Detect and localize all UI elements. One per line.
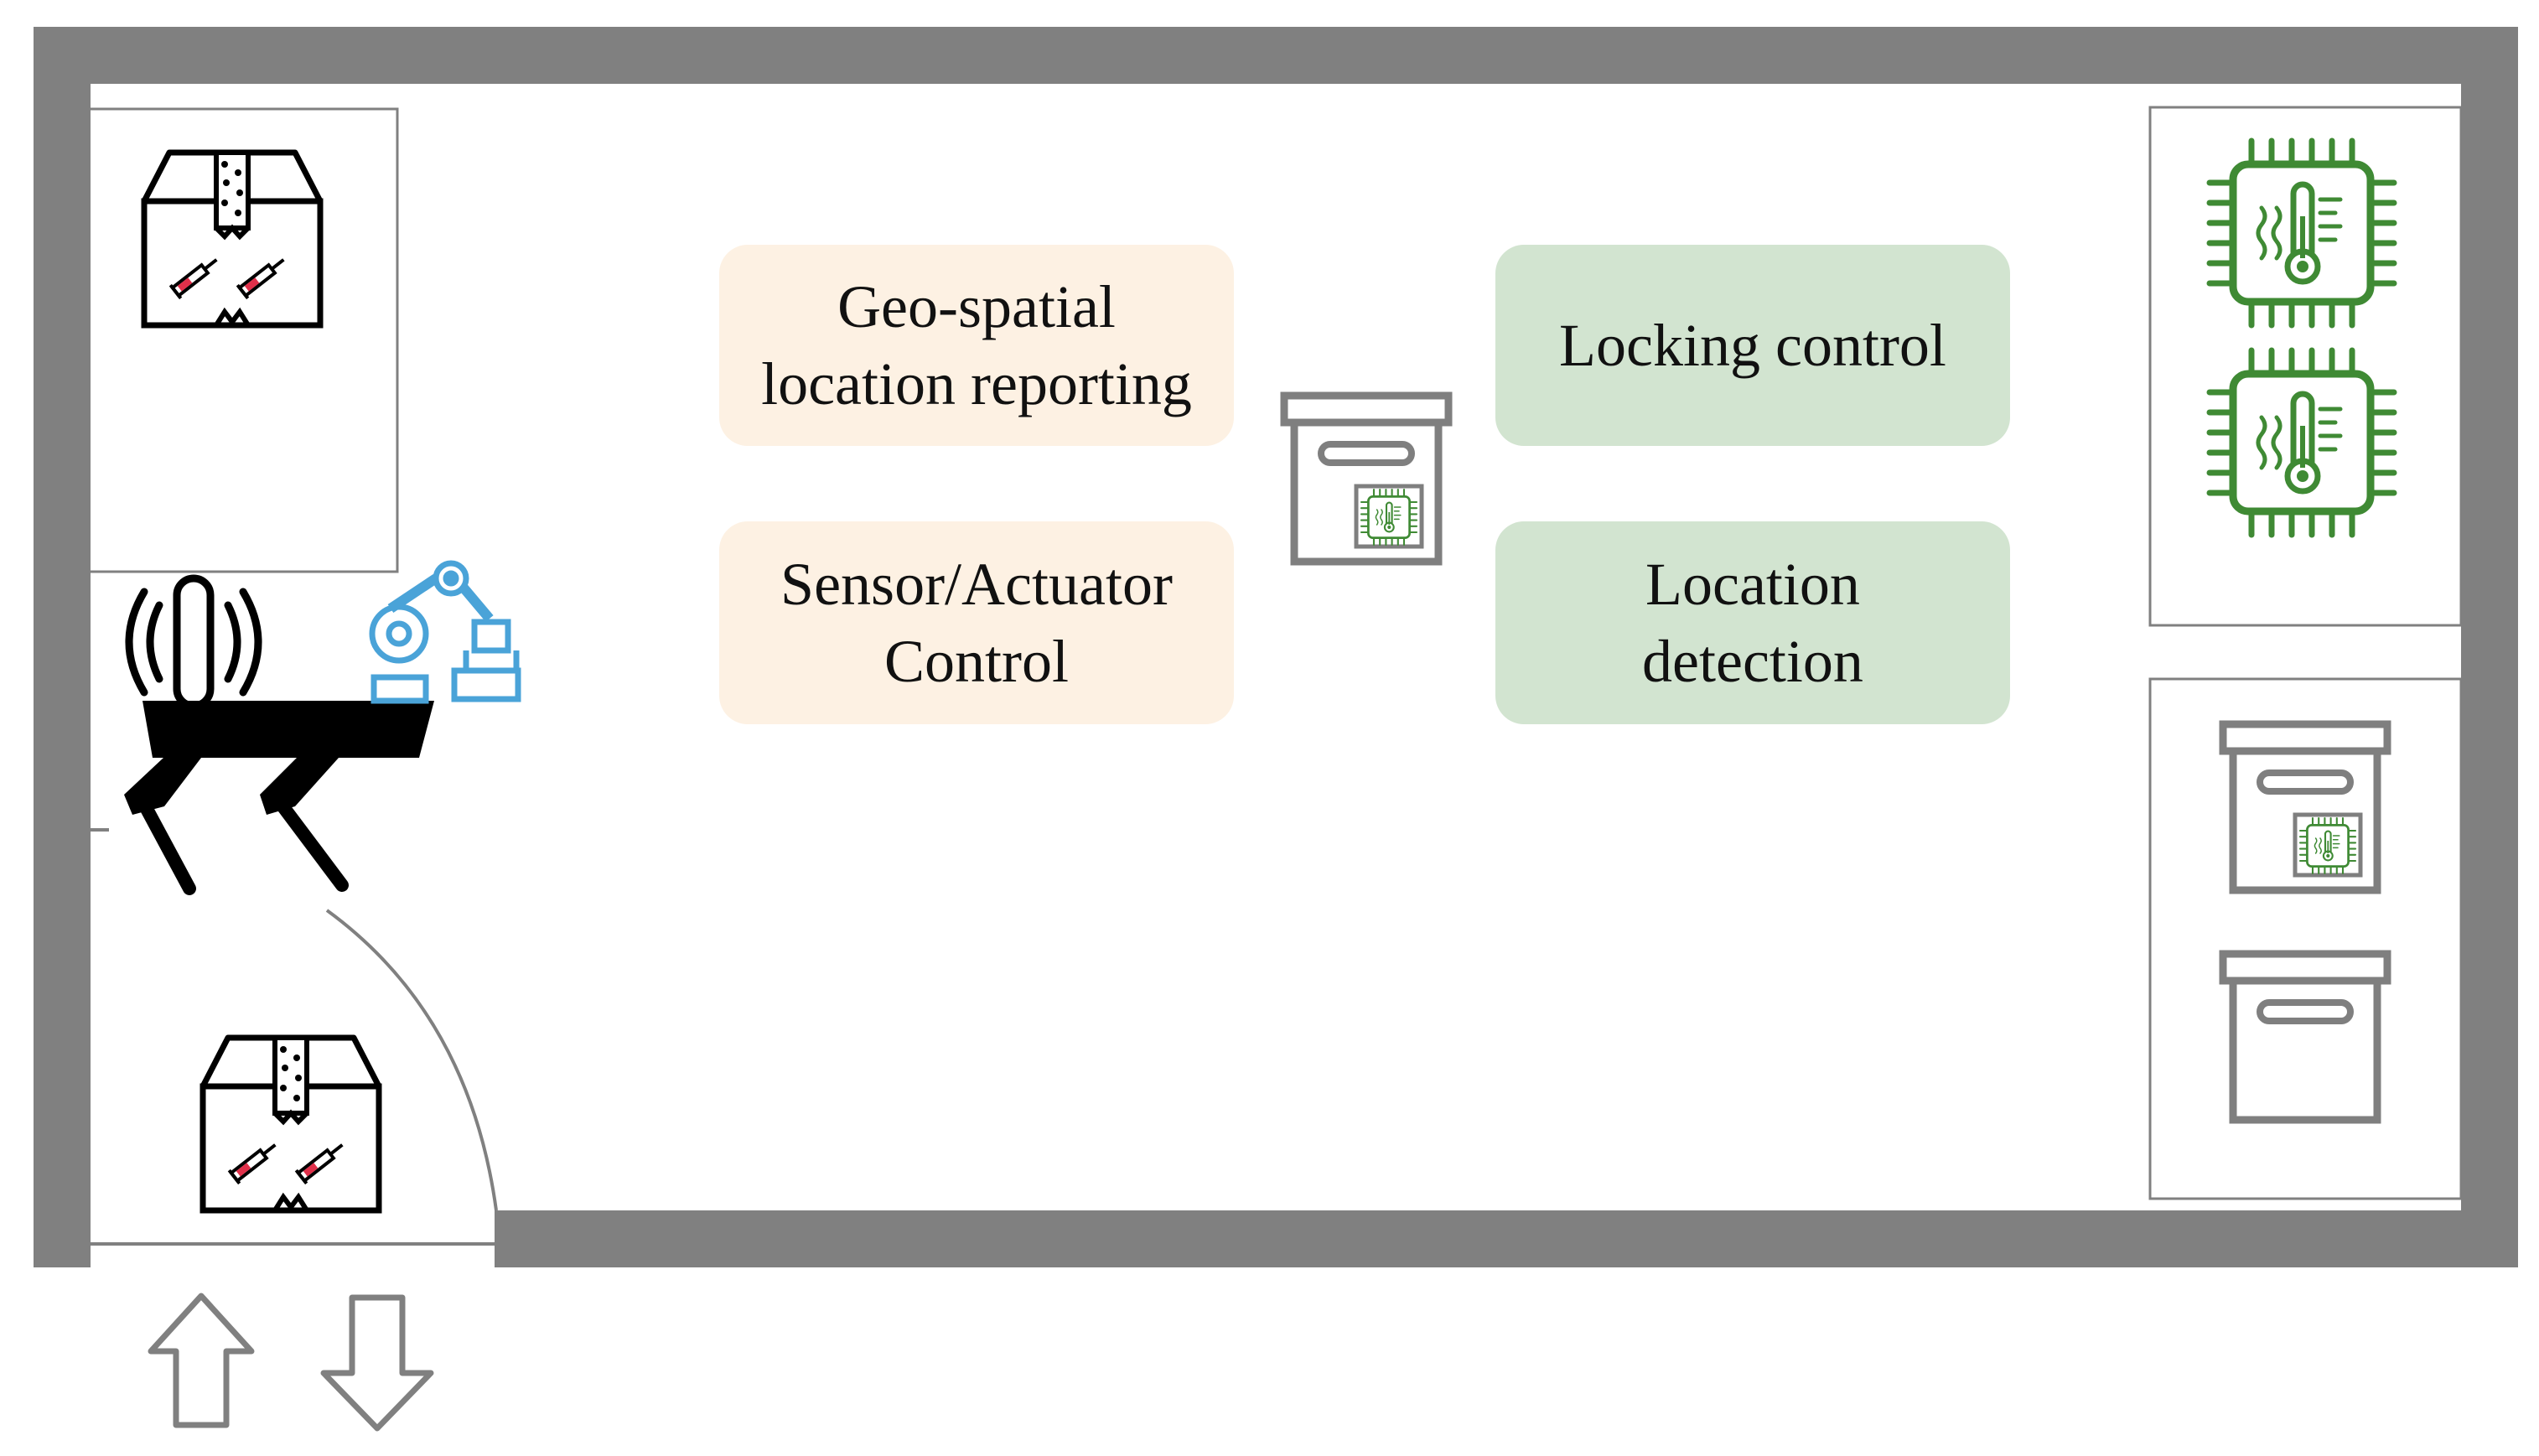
smart-container-icon	[2223, 724, 2387, 890]
storage-room	[87, 107, 399, 573]
door-swing	[325, 909, 498, 1211]
location-detection-label: Location detection	[1495, 521, 2010, 724]
locking-control-label: Locking control	[1495, 245, 2010, 446]
building-walls	[34, 27, 2518, 1267]
temperature-chip-icon	[2210, 141, 2394, 325]
arrow-down-icon	[320, 1294, 434, 1432]
robot-dog-icon	[124, 701, 434, 895]
antenna-signal-icon	[125, 574, 262, 719]
sensor-actuator-control-label: Sensor/Actuator Control	[719, 521, 1234, 724]
container-icon	[2223, 954, 2387, 1120]
sensor-room	[2148, 106, 2463, 627]
robotic-arm-icon	[369, 560, 521, 704]
container-room	[2148, 677, 2463, 1200]
package-box-icon	[144, 153, 320, 325]
smart-container-icon	[1284, 396, 1448, 562]
temperature-chip-icon	[2210, 350, 2394, 535]
geo-spatial-location-reporting-label: Geo-spatial location reporting	[719, 245, 1234, 446]
arrow-up-icon	[148, 1293, 255, 1428]
package-box-icon	[203, 1038, 379, 1210]
